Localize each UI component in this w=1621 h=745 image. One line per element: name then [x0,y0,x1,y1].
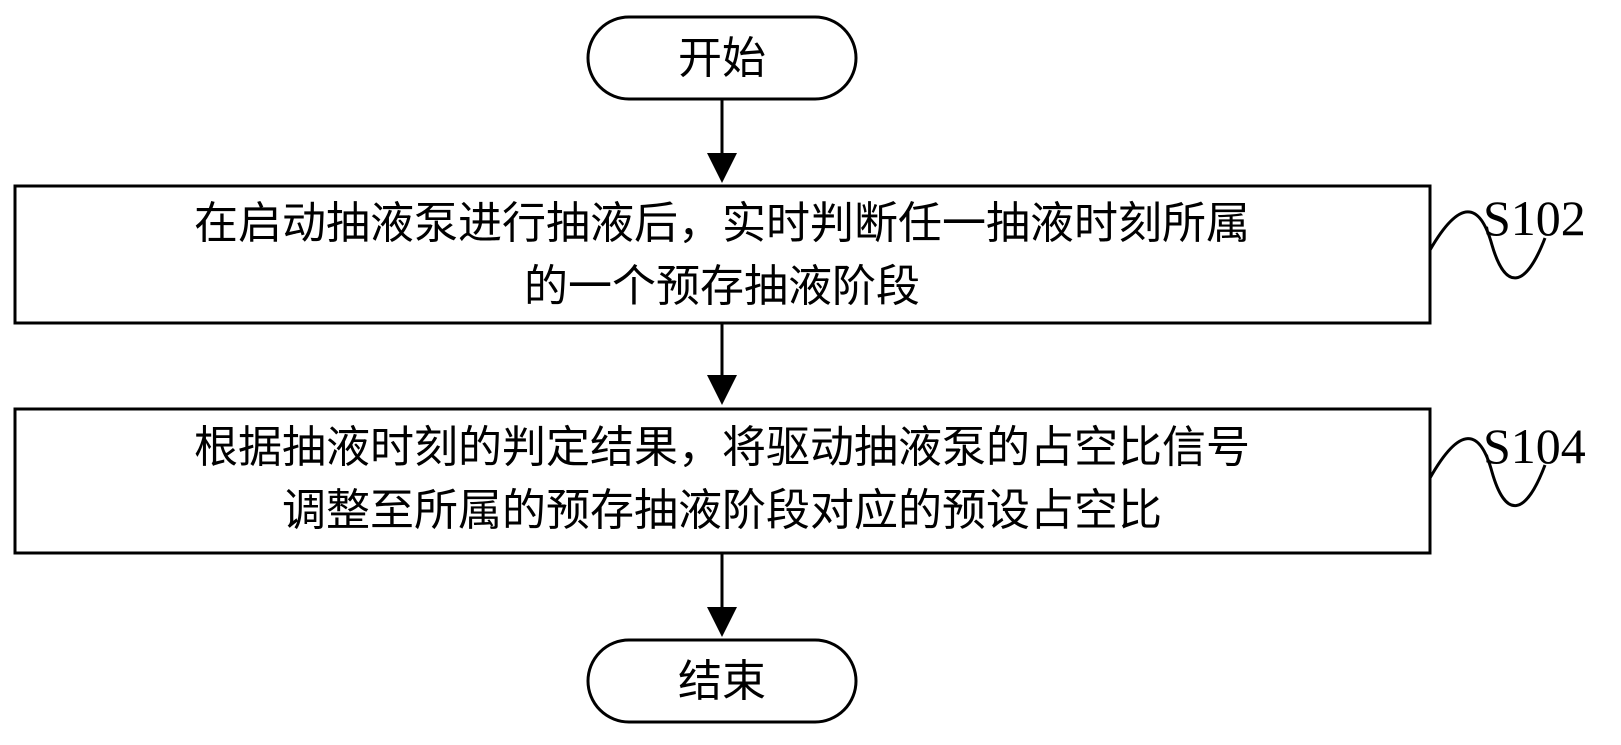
step-s104-label: S104 [1483,418,1586,474]
step-s102-leader-line [1428,210,1547,280]
start-terminal: 开始 [586,15,858,101]
step-s104-line-1: 根据抽液时刻的判定结果，将驱动抽液泵的占空比信号 [194,422,1250,473]
step-s104-line-2: 调整至所属的预存抽液阶段对应的预设占空比 [282,485,1162,536]
step-s102-line-2: 的一个预存抽液阶段 [524,261,920,312]
end-label: 结束 [678,656,766,707]
step-s102-label: S102 [1483,190,1586,246]
step-s104-leader-line [1428,437,1547,508]
start-label: 开始 [678,33,766,84]
step-s104: 根据抽液时刻的判定结果，将驱动抽液泵的占空比信号 调整至所属的预存抽液阶段对应的… [13,407,1432,555]
end-terminal: 结束 [586,638,858,724]
step-s102-line-1: 在启动抽液泵进行抽液后，实时判断任一抽液时刻所属 [194,198,1250,249]
step-s102: 在启动抽液泵进行抽液后，实时判断任一抽液时刻所属 的一个预存抽液阶段 [13,184,1432,325]
end-terminal-shape [586,638,858,724]
